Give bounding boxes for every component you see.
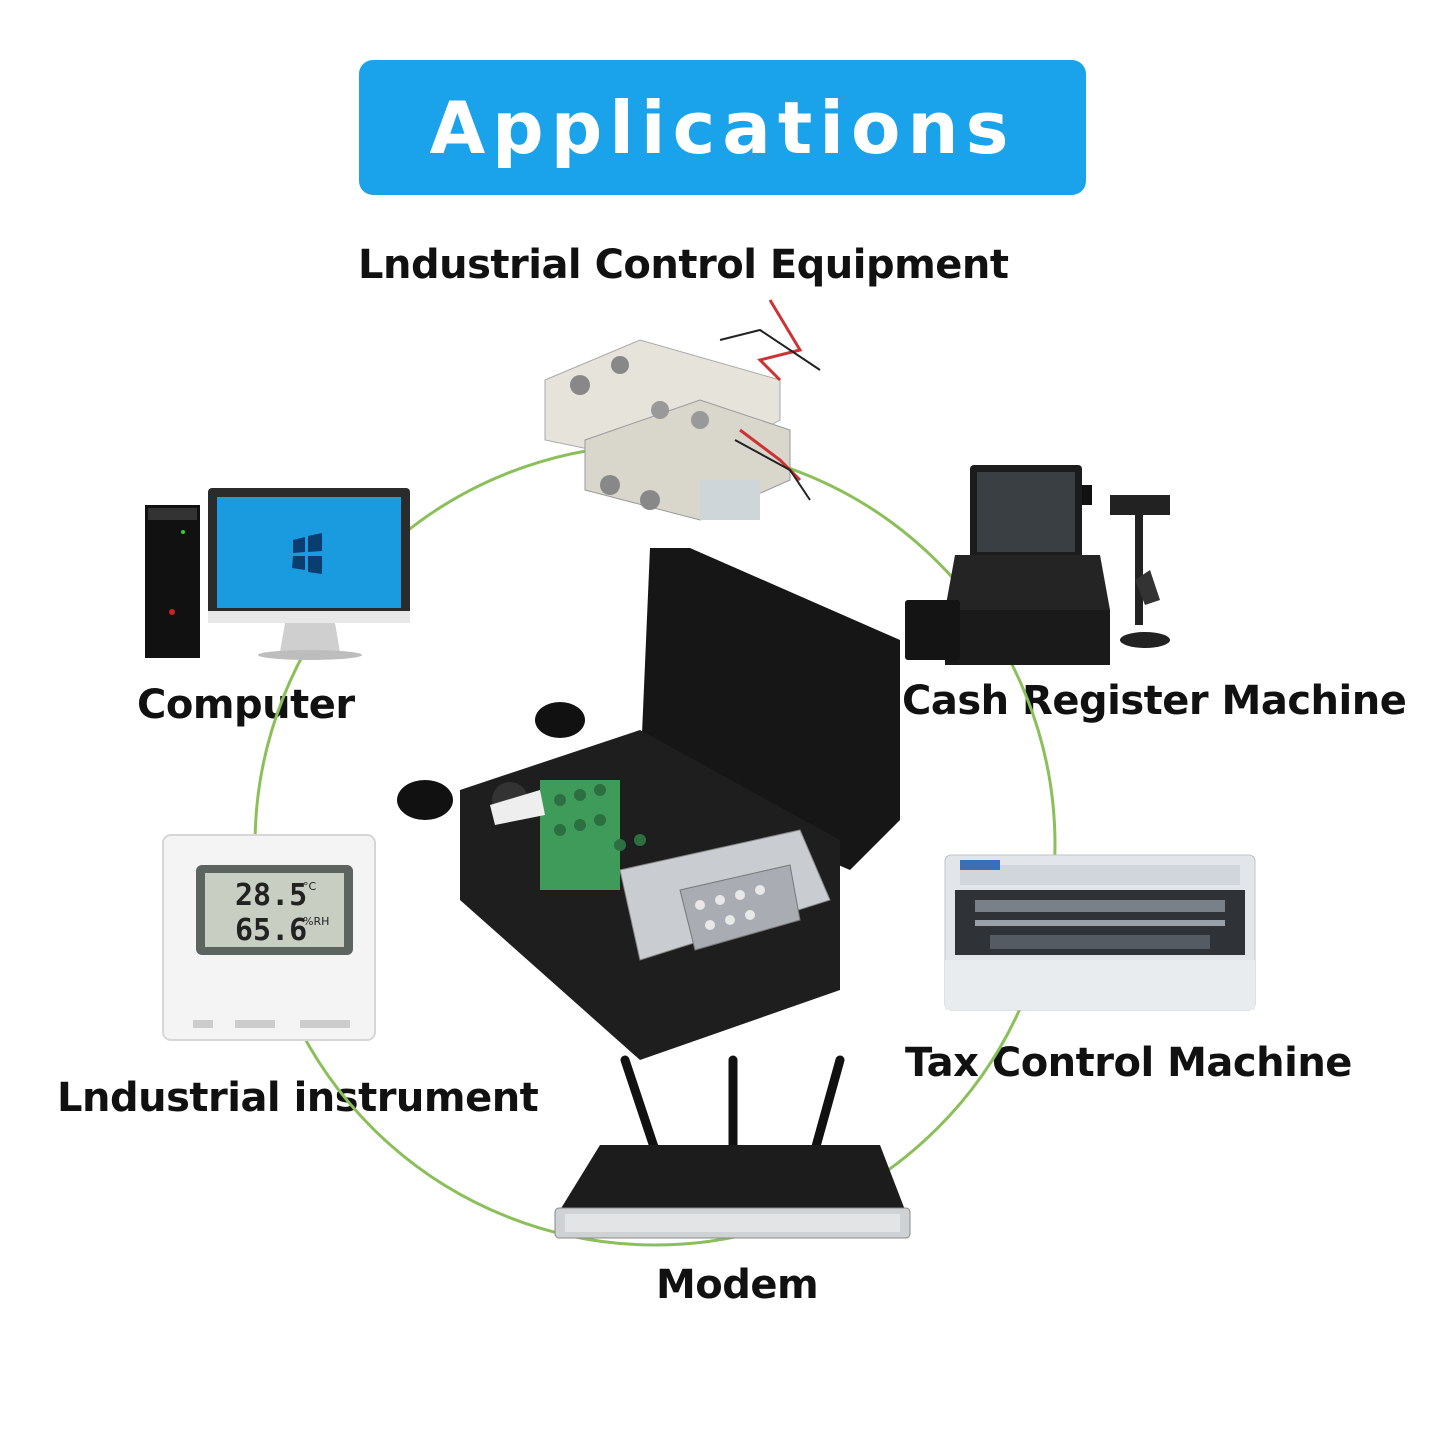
humidity-unit: %RH: [303, 915, 329, 928]
label-industrial-control: Lndustrial Control Equipment: [358, 242, 1009, 288]
temperature-unit: °C: [303, 880, 317, 893]
label-cash-register: Cash Register Machine: [902, 678, 1407, 724]
solenoid-valve-icon: [544, 299, 821, 521]
temperature-reading: 28.5: [235, 878, 307, 913]
router-icon: [554, 1055, 911, 1239]
label-industrial-instrument: Lndustrial instrument: [57, 1075, 539, 1121]
db9-terminal-connector-icon: [397, 548, 900, 1060]
dot-matrix-printer-icon: [944, 854, 1256, 1011]
page-title: Applications: [429, 85, 1016, 170]
label-computer: Computer: [137, 682, 355, 728]
title-banner: Applications: [359, 60, 1086, 195]
humidity-reading: 65.6: [235, 913, 307, 948]
label-modem: Modem: [656, 1262, 819, 1308]
desktop-computer-icon: [145, 488, 410, 660]
thermo-hygrometer-icon: [162, 834, 376, 1041]
cash-register-icon: [905, 465, 1170, 665]
